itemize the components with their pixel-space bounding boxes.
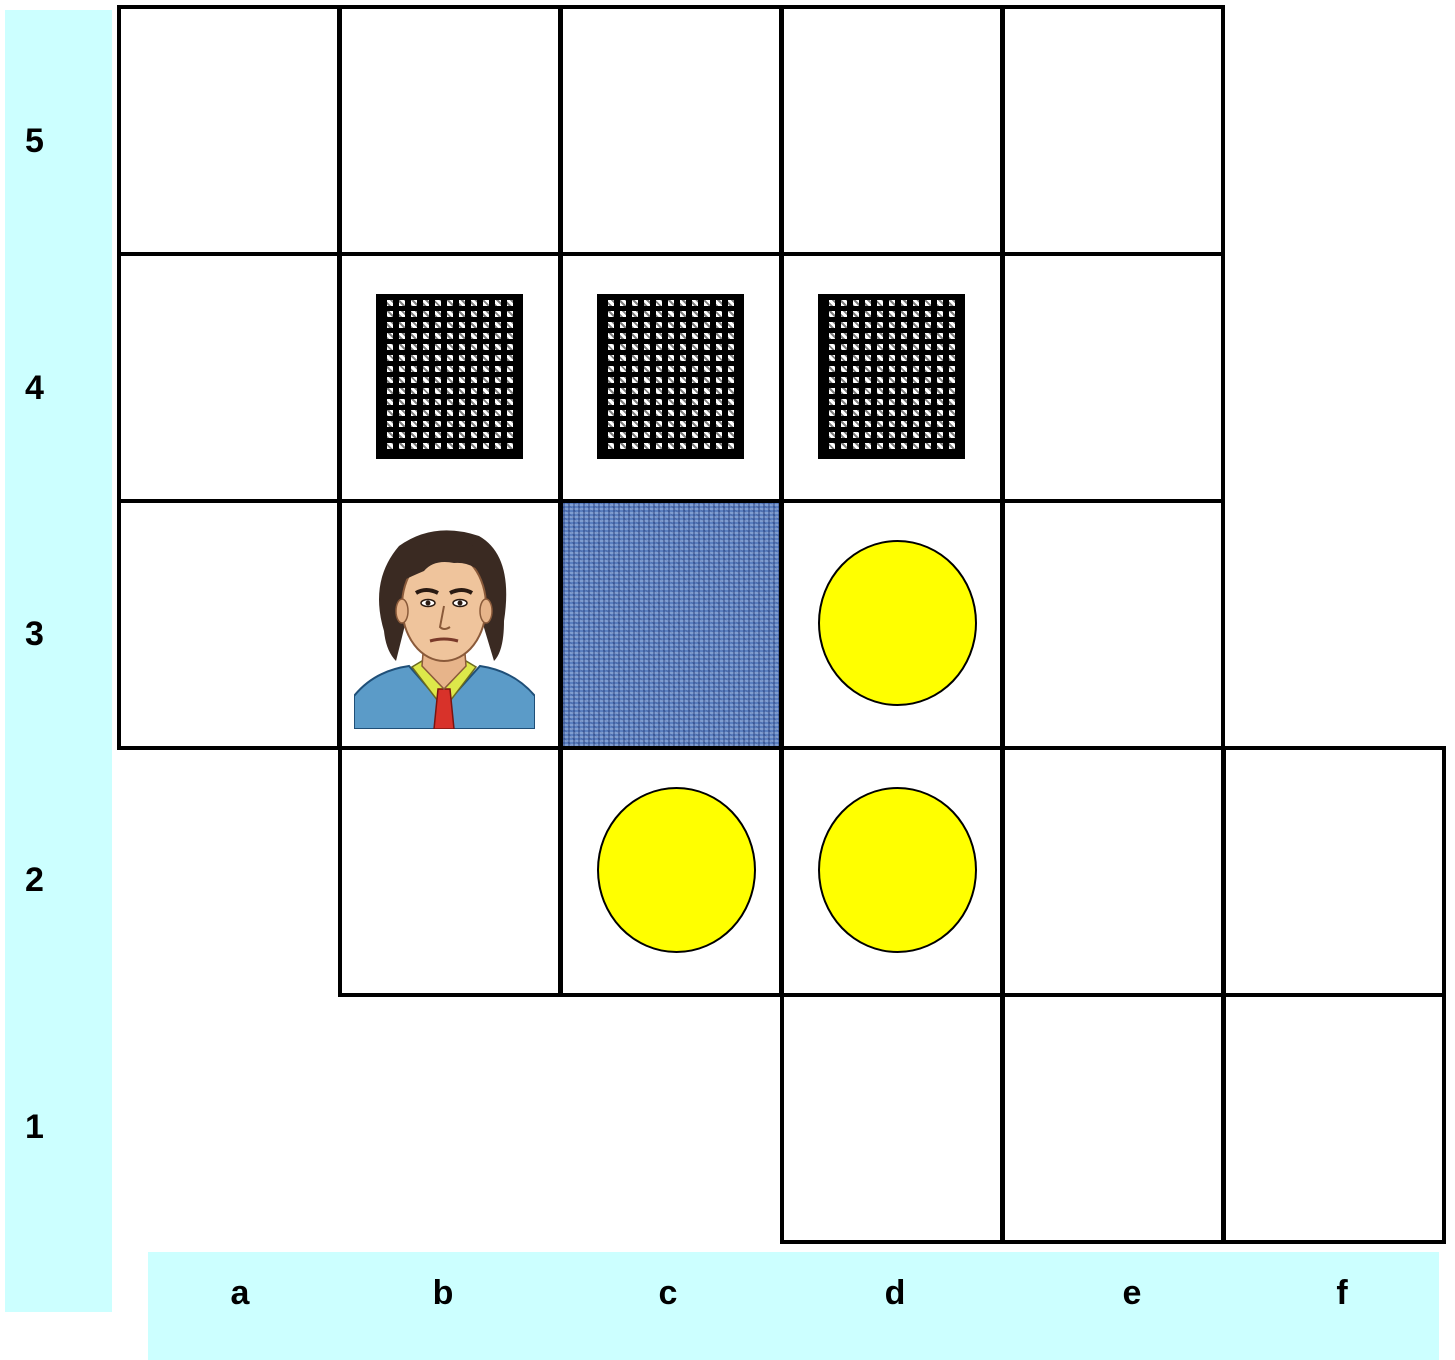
column-label-c: c [659,1276,678,1310]
cell-d2[interactable] [780,746,1004,997]
column-label-bar [148,1252,1439,1360]
cell-b2[interactable] [338,746,562,997]
cell-a4[interactable] [117,252,341,503]
row-label-1: 1 [25,1110,44,1144]
row-label-5: 5 [25,124,44,158]
cell-b5[interactable] [338,5,562,256]
cell-b3[interactable] [338,499,562,750]
checkered-crate-icon [818,294,965,459]
cell-c5[interactable] [559,5,783,256]
cell-d3[interactable] [780,499,1004,750]
column-label-e: e [1123,1276,1142,1310]
column-label-f: f [1336,1276,1347,1310]
cell-e2[interactable] [1001,746,1225,997]
cell-f1[interactable] [1222,993,1446,1244]
cell-d1[interactable] [780,993,1004,1244]
checkered-crate-icon [376,294,523,459]
cell-e4[interactable] [1001,252,1225,503]
row-label-4: 4 [25,371,44,405]
cell-e1[interactable] [1001,993,1225,1244]
cell-e3[interactable] [1001,499,1225,750]
cell-d4[interactable] [780,252,1004,503]
column-label-d: d [885,1276,906,1310]
cell-e5[interactable] [1001,5,1225,256]
row-label-3: 3 [25,617,44,651]
column-label-a: a [231,1276,250,1310]
cell-b4[interactable] [338,252,562,503]
yellow-coin-icon [818,540,977,706]
cell-d5[interactable] [780,5,1004,256]
checkered-crate-icon [597,294,744,459]
cell-a3[interactable] [117,499,341,750]
cell-c4[interactable] [559,252,783,503]
cell-c3[interactable] [559,499,783,750]
yellow-coin-icon [597,787,756,953]
row-label-2: 2 [25,863,44,897]
yellow-coin-icon [818,787,977,953]
blue-water-tile [563,503,779,746]
cell-f2[interactable] [1222,746,1446,997]
cell-a5[interactable] [117,5,341,256]
column-label-b: b [433,1276,454,1310]
man-portrait-icon [354,521,535,729]
cell-c2[interactable] [559,746,783,997]
row-label-bar [5,10,112,1312]
